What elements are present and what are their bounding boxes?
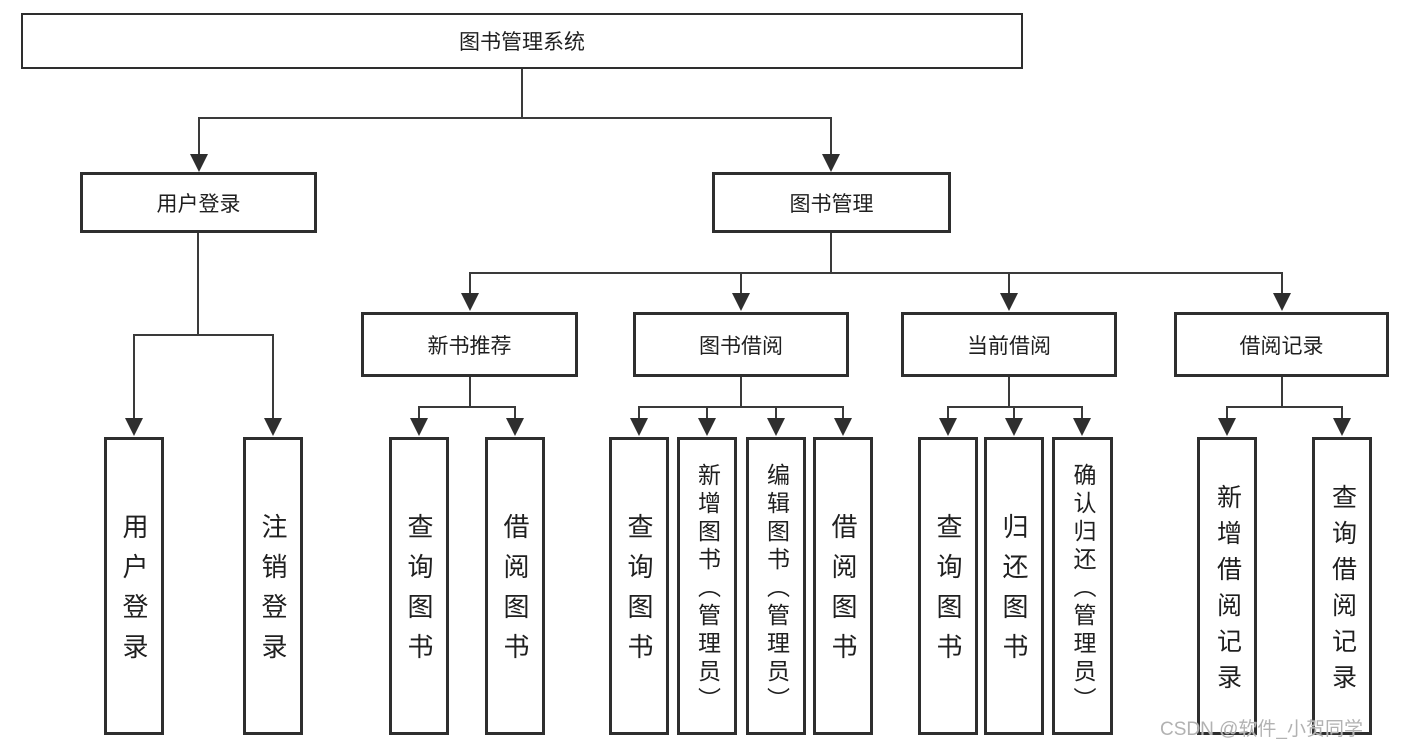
leaf-label: 注销登录 [258,513,288,673]
connector-recommend-branch [418,406,516,408]
node-label: 用户登录 [156,192,241,216]
leaf-label: 查询借阅记录 [1328,483,1357,700]
node-label: 借阅记录 [1239,334,1324,358]
connector-book-mgmt-stem [830,233,832,273]
leaf-label: 新增借阅记录 [1213,483,1242,700]
connector-records-branch [1226,406,1343,408]
leaf-confirm-return-admin: 确认归还（管理员） [1052,437,1113,735]
node-label: 图书管理系统 [459,31,585,54]
connector-drop-leaf [1226,407,1228,420]
node-label: 当前借阅 [967,334,1051,358]
leaf-label: 查询图书 [404,513,434,673]
connector-drop-book-management [830,118,832,156]
leaf-add-borrow-record: 新增借阅记录 [1197,437,1257,735]
arrowhead-level3 [732,293,750,311]
arrowhead-leaf [1005,418,1023,436]
connector-drop-leaf [706,407,708,420]
node-label: 新书推荐 [427,334,512,358]
arrowhead-leaf [1333,418,1351,436]
connector-root-branch [198,117,832,119]
node-borrowing-records: 借阅记录 [1174,312,1389,377]
connector-user-login-branch [133,334,274,336]
connector-drop-level3 [1281,273,1283,296]
node-current-borrowing: 当前借阅 [901,312,1117,377]
node-label: 图书管理 [789,192,874,216]
connector-drop-leaf [638,407,640,420]
leaf-label: 查询图书 [624,513,654,673]
connector-root-stem [521,69,523,118]
connector-drop-leaf [775,407,777,420]
arrowhead-user-login [190,154,208,172]
arrowhead-level3 [461,293,479,311]
leaf-label: 借阅图书 [828,513,858,673]
connector-drop-leaf [1341,407,1343,420]
leaf-label: 确认归还（管理员） [1070,462,1096,715]
arrowhead-level3 [1273,293,1291,311]
connector-borrowing-stem [740,377,742,408]
connector-drop-level3 [1008,273,1010,296]
connector-drop-level3 [469,273,471,296]
leaf-add-books-admin: 新增图书（管理员） [677,437,737,735]
arrowhead-leaf [1073,418,1091,436]
arrowhead-leaf [410,418,428,436]
node-book-management: 图书管理 [712,172,951,233]
connector-book-mgmt-branch [469,272,1283,274]
arrowhead-leaf [939,418,957,436]
leaf-user-login: 用户登录 [104,437,164,735]
arrowhead-leaf [767,418,785,436]
connector-drop-leaf [418,407,420,420]
arrowhead-leaf [630,418,648,436]
connector-drop-leaf [1013,407,1015,420]
connector-drop-leaf [947,407,949,420]
arrowhead-leaf [834,418,852,436]
leaf-label: 查询图书 [933,513,963,673]
connector-current-branch [947,406,1083,408]
connector-recommend-stem [469,377,471,408]
node-new-book-recommend: 新书推荐 [361,312,578,377]
leaf-logout-login: 注销登录 [243,437,303,735]
arrowhead-leaf [1218,418,1236,436]
connector-current-stem [1008,377,1010,408]
leaf-borrowing-query-books: 查询图书 [609,437,669,735]
leaf-label: 新增图书（管理员） [694,462,721,715]
node-user-login: 用户登录 [80,172,317,233]
connector-drop-leaf [842,407,844,420]
connector-drop-leaf [514,407,516,420]
connector-borrowing-branch [638,406,844,408]
leaf-edit-books-admin: 编辑图书（管理员） [746,437,806,735]
csdn-watermark: CSDN @软件_小贺同学 [1160,719,1363,740]
connector-drop-leaf [272,335,274,420]
connector-drop-leaf [1081,407,1083,420]
leaf-label: 借阅图书 [500,513,530,673]
leaf-return-books: 归还图书 [984,437,1044,735]
arrowhead-leaf [264,418,282,436]
leaf-current-query-books: 查询图书 [918,437,978,735]
arrowhead-leaf [506,418,524,436]
node-library-management-system: 图书管理系统 [21,13,1023,69]
arrowhead-level3 [1000,293,1018,311]
leaf-recommend-query-books: 查询图书 [389,437,449,735]
leaf-borrow-books: 借阅图书 [813,437,873,735]
connector-records-stem [1281,377,1283,408]
arrowhead-leaf [125,418,143,436]
connector-user-login-stem [197,233,199,335]
leaf-query-borrow-record: 查询借阅记录 [1312,437,1372,735]
leaf-recommend-borrow-books: 借阅图书 [485,437,545,735]
arrowhead-leaf [698,418,716,436]
connector-drop-leaf [133,335,135,420]
arrowhead-book-management [822,154,840,172]
connector-drop-level3 [740,273,742,296]
leaf-label: 编辑图书（管理员） [763,462,790,715]
connector-drop-user-login [198,118,200,156]
node-label: 图书借阅 [699,334,783,358]
node-book-borrowing: 图书借阅 [633,312,849,377]
leaf-label: 用户登录 [119,513,149,673]
leaf-label: 归还图书 [999,513,1029,673]
